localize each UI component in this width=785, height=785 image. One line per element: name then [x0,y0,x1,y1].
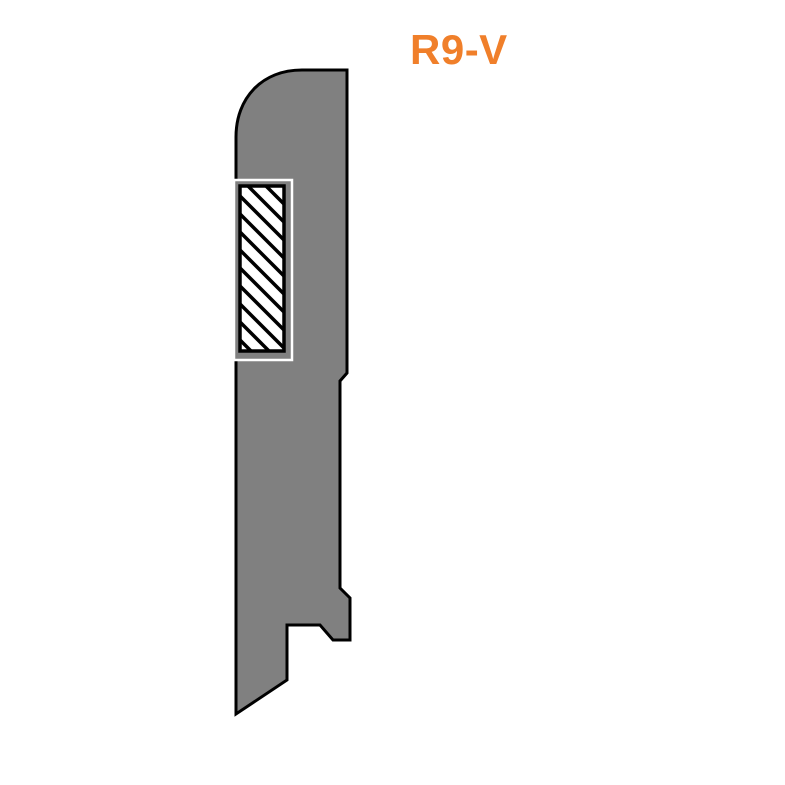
hatch-line [240,194,284,242]
product-code-title: R9-V [410,26,508,73]
inlay-hatching [240,186,284,351]
hatch-line [240,266,284,314]
hatched-inlay [238,184,286,353]
hatch-line [245,186,284,224]
profile-body [234,68,352,717]
hatch-line [240,248,284,296]
hatch-line [240,212,284,260]
hatch-line [240,284,284,332]
hatch-line [240,230,284,278]
hatch-line [240,302,284,350]
hatch-line [240,338,254,351]
hatch-line [263,186,284,206]
inlay-border [238,184,286,353]
hatch-line [240,320,272,351]
